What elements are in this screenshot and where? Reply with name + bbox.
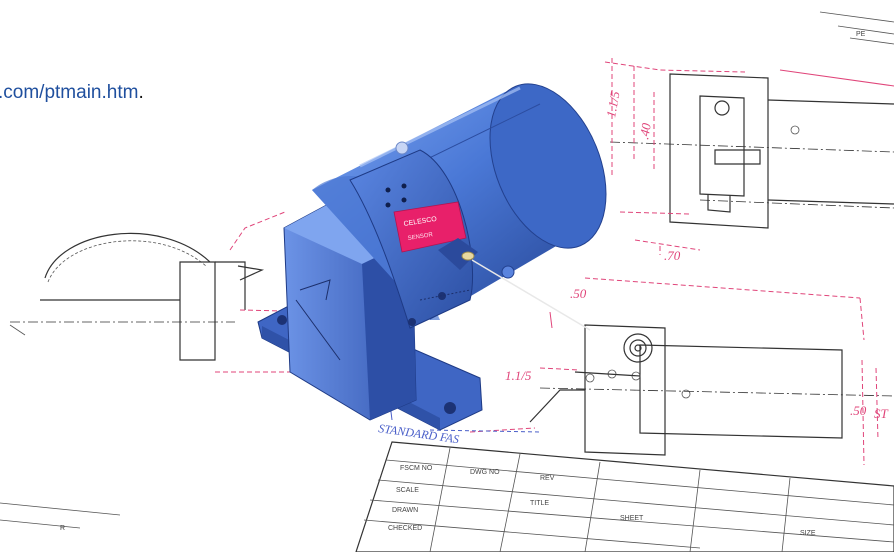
svg-text:TITLE: TITLE [530, 500, 549, 507]
svg-text:DWG NO: DWG NO [470, 469, 500, 476]
svg-text:SCALE: SCALE [396, 487, 419, 494]
svg-text:PE: PE [856, 31, 866, 38]
svg-text:SHEET: SHEET [620, 515, 644, 522]
url-link-period: . [138, 82, 144, 103]
dim-label-4: .50 [570, 286, 587, 301]
url-link[interactable]: .com/ptmain.htm. [0, 82, 144, 104]
title-block: FSCM NO DWG NO REV SCALE DRAWN CHECKED T… [355, 441, 894, 552]
top-right-view: 1.1/5 .40 .70 [603, 58, 894, 263]
bottom-left-lines: R [0, 502, 121, 532]
dim-label-3: .70 [664, 248, 681, 263]
svg-text:DRAWN: DRAWN [392, 507, 418, 514]
dim-label-6: .50 [850, 403, 867, 418]
dim-label-7: ST [874, 406, 889, 421]
sheet-border-top: PE [819, 11, 894, 45]
sensor-3d-model: CELESCO SENSOR [257, 83, 607, 431]
svg-text:SIZE: SIZE [800, 530, 816, 537]
svg-text:FSCM NO: FSCM NO [400, 465, 433, 472]
svg-text:R: R [60, 525, 65, 532]
url-link-text: .com/ptmain.htm [0, 82, 139, 103]
dim-label-2: .40 [636, 121, 654, 140]
dim-label-1: 1.1/5 [603, 89, 622, 118]
svg-text:REV: REV [540, 475, 555, 482]
left-side-view [9, 211, 331, 373]
dim-label-5: 1.1/5 [505, 368, 532, 383]
sensor-label-line2: SENSOR [407, 232, 434, 242]
bottom-right-view: .50 1.1/5 .50 ST [469, 277, 894, 466]
svg-text:CHECKED: CHECKED [388, 525, 422, 532]
